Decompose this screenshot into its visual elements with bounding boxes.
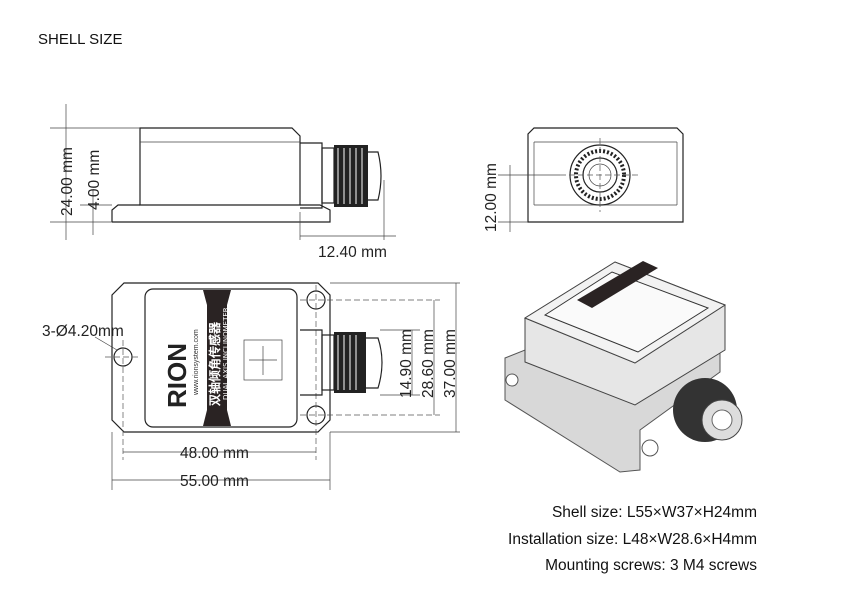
hole-spacing-small-label: 14.90 mm bbox=[398, 329, 415, 398]
width-total-label: 37.00 mm bbox=[442, 329, 459, 398]
end-view: 12.00 mm bbox=[483, 127, 684, 232]
page-title: SHELL SIZE bbox=[38, 31, 123, 48]
hole-spec-label: 3-Ø4.20mm bbox=[42, 323, 124, 340]
hole-spacing-y-label: 28.60 mm bbox=[420, 329, 437, 398]
specs-list: Shell size: L55×W37×H24mm Installation s… bbox=[508, 500, 757, 580]
connector-length-label: 12.40 mm bbox=[318, 244, 387, 261]
center-height-label: 12.00 mm bbox=[483, 163, 500, 232]
website-label: www.rionsystem.com bbox=[193, 329, 200, 396]
product-name-cn: 双轴倾角传感器 bbox=[207, 321, 222, 406]
flange-height-label: 4.00 mm bbox=[86, 150, 103, 210]
brand-logo: RION bbox=[162, 343, 192, 408]
length-total-label: 55.00 mm bbox=[180, 473, 249, 490]
spec-mounting-screws: Mounting screws: 3 M4 screws bbox=[545, 557, 757, 574]
spec-installation-size: Installation size: L48×W28.6×H4mm bbox=[508, 530, 757, 548]
height-total-label: 24.00 mm bbox=[59, 147, 76, 216]
isometric-product-image bbox=[504, 261, 743, 473]
product-name-en: DUAL AXIS INCLINOMETER bbox=[222, 307, 230, 400]
top-view: 双轴倾角传感器 DUAL AXIS INCLINOMETER RION www.… bbox=[42, 282, 460, 490]
side-view: 24.00 mm 4.00 mm 12.40 mm bbox=[50, 104, 396, 261]
hole-spacing-x-label: 48.00 mm bbox=[180, 445, 249, 462]
spec-shell-size: Shell size: L55×W37×H24mm bbox=[551, 504, 757, 521]
